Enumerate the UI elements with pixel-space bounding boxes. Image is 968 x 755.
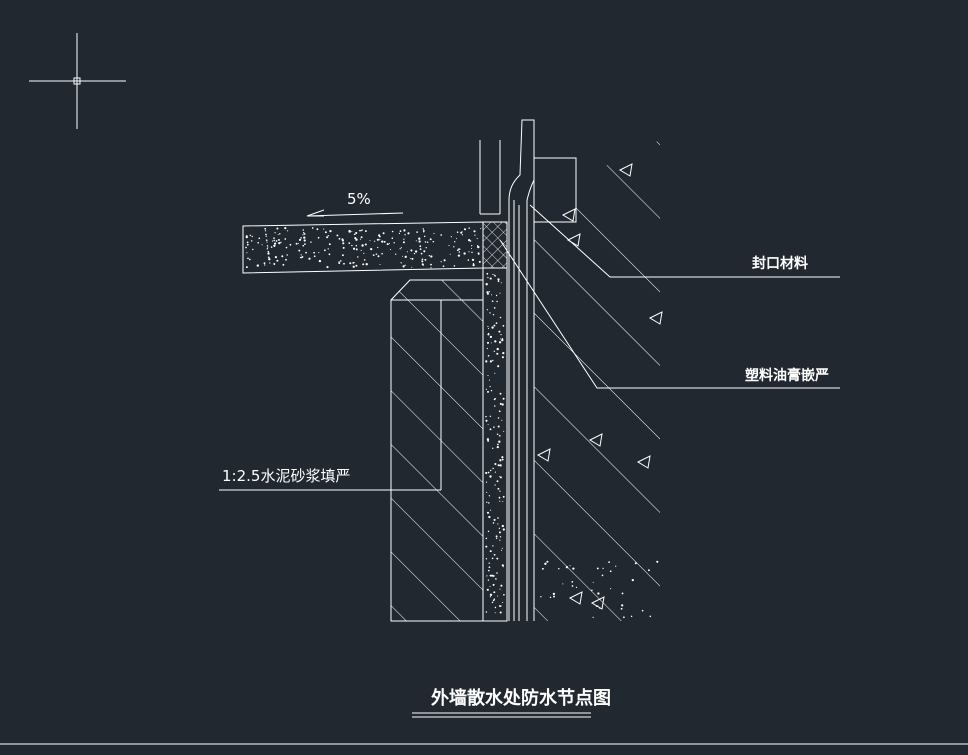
exterior-wall — [533, 140, 663, 621]
slope-arrow — [306, 209, 404, 217]
crosshair-cursor-icon — [29, 33, 126, 129]
leader-lines — [219, 204, 840, 491]
label-membrane: 塑料油膏嵌严 — [745, 367, 829, 384]
slope-label: 5% — [347, 190, 371, 208]
label-mortar: 1:2.5水泥砂浆填严 — [222, 467, 350, 485]
concrete-stipple — [245, 227, 482, 269]
title-underline — [412, 712, 591, 718]
drawing-title: 外墙散水处防水节点图 — [431, 687, 611, 709]
aggregate-triangles — [536, 163, 663, 610]
mortar-fill-column — [482, 267, 508, 622]
pavement-slab — [242, 221, 484, 274]
mortar-stipple — [485, 272, 505, 614]
flashing-top — [479, 140, 577, 223]
foundation-block — [390, 279, 484, 622]
wall-stipple — [540, 560, 659, 619]
label-seal-material: 封口材料 — [752, 255, 808, 272]
membrane-lines — [508, 119, 535, 621]
